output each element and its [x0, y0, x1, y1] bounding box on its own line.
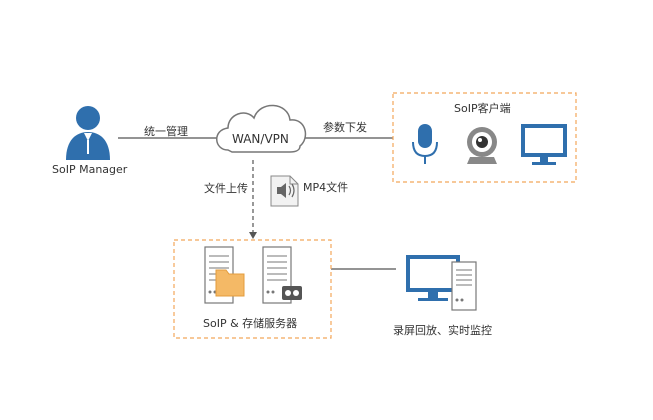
- cloud-label: WAN/VPN: [232, 132, 289, 146]
- client-group-box: [392, 92, 577, 183]
- webcam-icon: [467, 127, 497, 164]
- client-monitor-icon: [521, 124, 567, 165]
- mp4-file-label: MP4文件: [303, 181, 349, 194]
- upload-link-label: 文件上传: [204, 182, 248, 195]
- workstation-tower-icon: [451, 261, 477, 311]
- manager-label: SoIP Manager: [52, 163, 128, 176]
- manage-link-label: 统一管理: [144, 125, 188, 138]
- recording-server-icon: [262, 246, 292, 304]
- microphone-icon: [412, 124, 438, 164]
- server-group-box: [173, 239, 332, 339]
- folder-icon: [215, 269, 245, 297]
- cloud-icon: [216, 104, 307, 153]
- monitoring-label: 录屏回放、实时监控: [393, 324, 492, 337]
- client-group-title: SoIP客户端: [454, 102, 511, 115]
- workstation-monitor-icon: [406, 255, 460, 301]
- upload-arrow-head: [249, 232, 257, 239]
- server-group-title: SoIP & 存储服务器: [203, 317, 298, 330]
- distribute-link-label: 参数下发: [323, 121, 367, 134]
- mp4-file-icon: [270, 175, 299, 207]
- user-icon: [66, 106, 110, 160]
- recording-icon: [282, 286, 302, 300]
